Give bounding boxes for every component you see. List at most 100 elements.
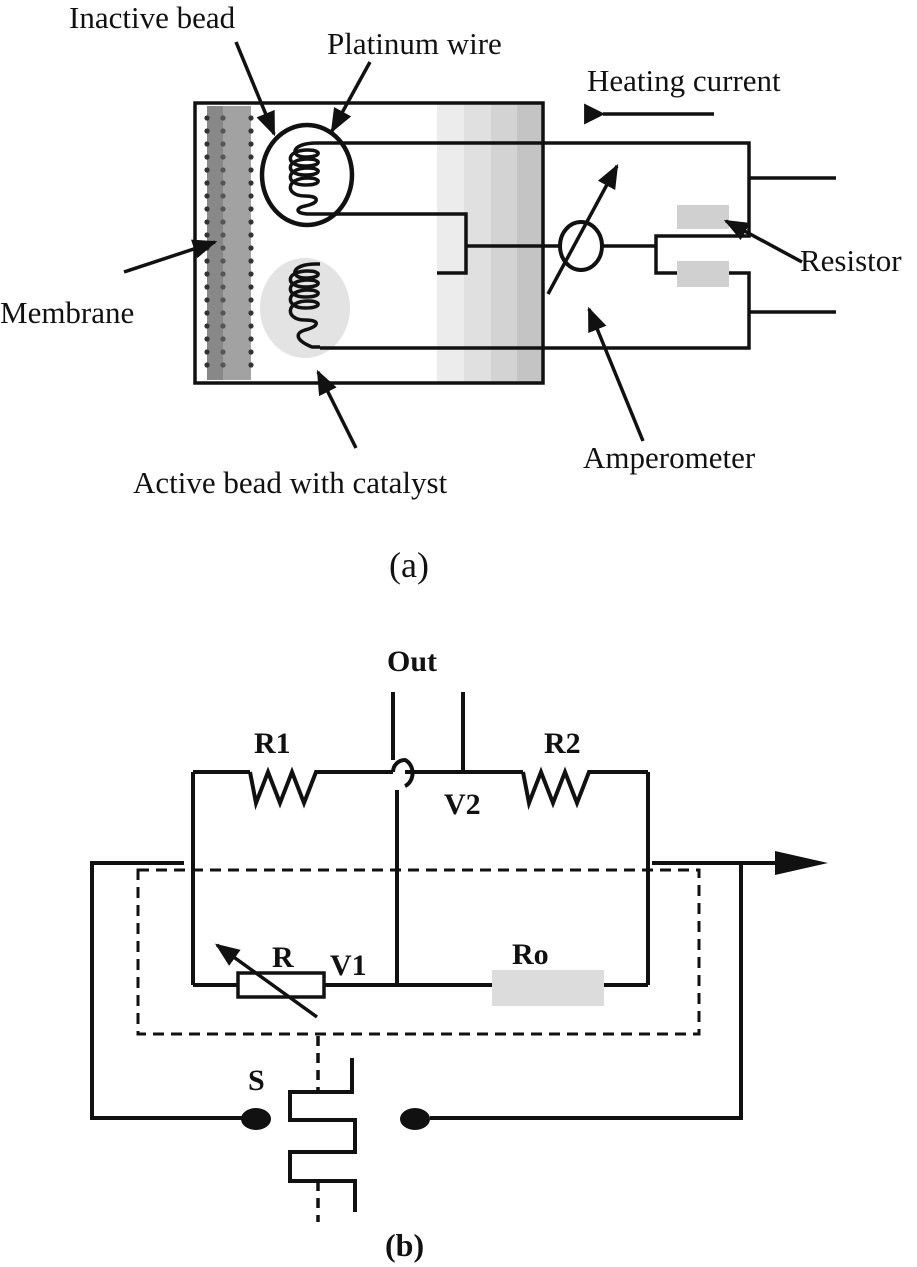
resistor-r2 [521, 766, 597, 811]
resistor-r1 [248, 766, 322, 811]
membrane-dot [248, 141, 254, 147]
label-v1: V1 [330, 949, 367, 982]
label-ro: Ro [512, 938, 549, 971]
diagram-b: Out R1 R2 V2 R V1 Ro S (b) [90, 645, 828, 1263]
membrane-dot [220, 180, 226, 186]
label-active-bead: Active bead with catalyst [133, 465, 448, 500]
membrane-dot [220, 284, 226, 290]
bridge-wiring [191, 692, 650, 987]
membrane-dot [248, 232, 254, 238]
membrane-dot [204, 362, 210, 368]
label-s: S [248, 1064, 265, 1097]
outer-circuit [90, 851, 828, 1120]
membrane-dot [204, 167, 210, 173]
diagram-a: Inactive bead Platinum wire Heating curr… [0, 0, 902, 585]
membrane-dot [248, 284, 254, 290]
label-v2: V2 [444, 788, 481, 821]
gradient-band-1 [437, 104, 464, 382]
membrane-dot [204, 154, 210, 160]
membrane-dot [248, 167, 254, 173]
membrane-dot [204, 258, 210, 264]
gradient-band-2 [464, 104, 491, 382]
dashed-enclosure [136, 868, 701, 1036]
membrane-dot [220, 219, 226, 225]
membrane-dot [220, 245, 226, 251]
membrane-dot [248, 323, 254, 329]
variable-resistor-arrow [215, 943, 319, 1019]
membrane-strip-right [223, 106, 251, 380]
membrane-dot [204, 323, 210, 329]
active-bead-pointer [316, 369, 358, 449]
resistor-bottom [677, 261, 729, 287]
membrane-dot [220, 154, 226, 160]
membrane-dot [248, 206, 254, 212]
membrane-dot [204, 297, 210, 303]
resistor-ro [492, 970, 604, 1006]
gradient-band-3 [491, 104, 517, 382]
membrane-dot [220, 297, 226, 303]
label-inactive-bead: Inactive bead [69, 0, 236, 35]
membrane-dot [204, 310, 210, 316]
membrane-dot [248, 245, 254, 251]
membrane-dot [248, 310, 254, 316]
caption-b: (b) [385, 1227, 424, 1263]
label-amperometer: Amperometer [583, 440, 756, 475]
gradient-band [437, 104, 543, 382]
label-membrane: Membrane [0, 295, 134, 330]
membrane-dot [204, 232, 210, 238]
membrane-dot [220, 232, 226, 238]
membrane-dot [220, 167, 226, 173]
membrane-dot [220, 141, 226, 147]
membrane-dot [204, 180, 210, 186]
caption-a: (a) [389, 545, 429, 585]
resistor-pointer [723, 219, 803, 264]
membrane-dot [220, 128, 226, 134]
wiring-a [320, 141, 836, 350]
membrane-dot [220, 362, 226, 368]
membrane-dot [220, 349, 226, 355]
switch-contact-left [241, 1108, 271, 1130]
membrane-dot [220, 193, 226, 199]
amperometer-needle-arrow [546, 163, 619, 295]
membrane-pointer [123, 239, 218, 274]
label-r2: R2 [544, 727, 581, 760]
label-r1: R1 [254, 727, 291, 760]
membrane-dot [220, 258, 226, 264]
membrane-dot [220, 115, 226, 121]
membrane-dot [204, 128, 210, 134]
membrane-dot [248, 115, 254, 121]
label-resistor: Resistor [800, 243, 902, 278]
membrane-dot [248, 362, 254, 368]
membrane-dot [248, 336, 254, 342]
platinum-wire-pointer [330, 61, 372, 134]
label-platinum-wire: Platinum wire [327, 26, 502, 61]
membrane-dot [248, 271, 254, 277]
platinum-coil-active [288, 262, 320, 349]
membrane-dot [220, 271, 226, 277]
label-r: R [272, 941, 294, 974]
switch-contact-right [400, 1108, 430, 1130]
membrane-dot [248, 349, 254, 355]
membrane-dot [220, 310, 226, 316]
membrane-dot [248, 258, 254, 264]
variable-resistor-r [236, 971, 326, 999]
inactive-bead [259, 122, 355, 228]
membrane-dot [204, 141, 210, 147]
membrane-dot [204, 284, 210, 290]
membrane-dot [220, 206, 226, 212]
membrane-dot [248, 154, 254, 160]
membrane-dot [204, 271, 210, 277]
membrane-dot [204, 115, 210, 121]
label-heating-current: Heating current [587, 63, 781, 98]
membrane-dot [220, 323, 226, 329]
resistor-top [677, 205, 729, 229]
amperometer-symbol [558, 220, 604, 272]
membrane-dot [204, 193, 210, 199]
membrane-dot [248, 297, 254, 303]
label-out: Out [387, 645, 437, 678]
inactive-bead-pointer [234, 41, 276, 137]
membrane-dot [248, 193, 254, 199]
membrane-dot [248, 128, 254, 134]
